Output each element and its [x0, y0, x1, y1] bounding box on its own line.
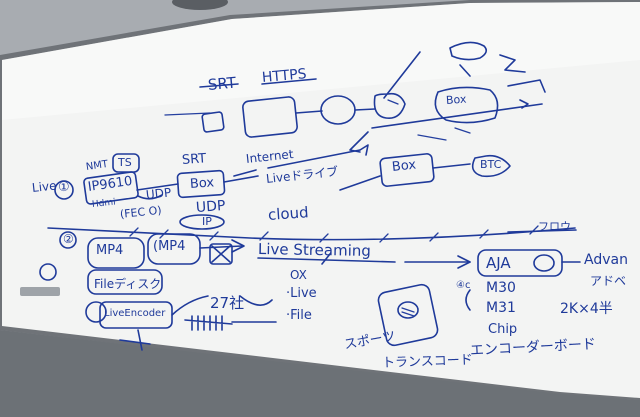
ceiling-object	[172, 0, 228, 10]
label-live-streaming: Live Streaming	[257, 240, 372, 260]
board-glare	[2, 2, 640, 120]
label-chip: Chip	[488, 322, 518, 337]
label-srt-live: SRT	[181, 151, 207, 168]
label-box-right: Box	[391, 157, 417, 175]
label-advan: Advan	[584, 252, 628, 268]
label-srt-top: SRT	[207, 73, 237, 94]
board-tray	[0, 330, 640, 417]
label-box-live: Box	[189, 175, 215, 192]
label-ox: OX	[290, 268, 307, 282]
top-sketch	[164, 41, 546, 153]
label-mp4-a: MP4	[96, 243, 124, 258]
label-m30: M30	[486, 280, 516, 296]
label-live: Live	[31, 178, 58, 195]
label-ip: IP	[202, 215, 212, 228]
label-row2-num: ②	[63, 232, 74, 246]
label-box-mid: Box	[445, 92, 467, 107]
label-file-item: ·File	[286, 308, 312, 323]
label-flow: フロウ	[538, 220, 571, 233]
label-size: 2K×4半	[560, 301, 613, 317]
label-aja: AJA	[486, 254, 511, 272]
label-ts: TS	[118, 156, 132, 169]
label-live-item: ·Live	[286, 286, 317, 301]
label-encoder: LiveEncoder	[104, 308, 166, 319]
label-udp: UDP	[145, 185, 172, 202]
right-block-sketch	[404, 229, 581, 311]
label-27sha: 27社	[210, 294, 245, 312]
label-m31: M31	[486, 300, 516, 316]
label-udp2: UDP	[195, 197, 226, 216]
label-adobe: アドベ	[590, 274, 627, 288]
label-cloud: cloud	[267, 203, 310, 224]
label-btc: BTC	[480, 158, 502, 171]
eraser	[20, 287, 60, 296]
label-circle: ④c	[456, 280, 471, 291]
live-row-sketch	[54, 144, 511, 230]
label-file-transfer: Fileディスク	[94, 277, 162, 291]
label-live-num: ①	[58, 180, 70, 195]
label-mp4-b: (MP4	[153, 239, 186, 254]
vod-row-sketch	[39, 231, 439, 351]
board-surface	[2, 2, 640, 398]
label-transcode: トランスコード	[381, 352, 474, 371]
